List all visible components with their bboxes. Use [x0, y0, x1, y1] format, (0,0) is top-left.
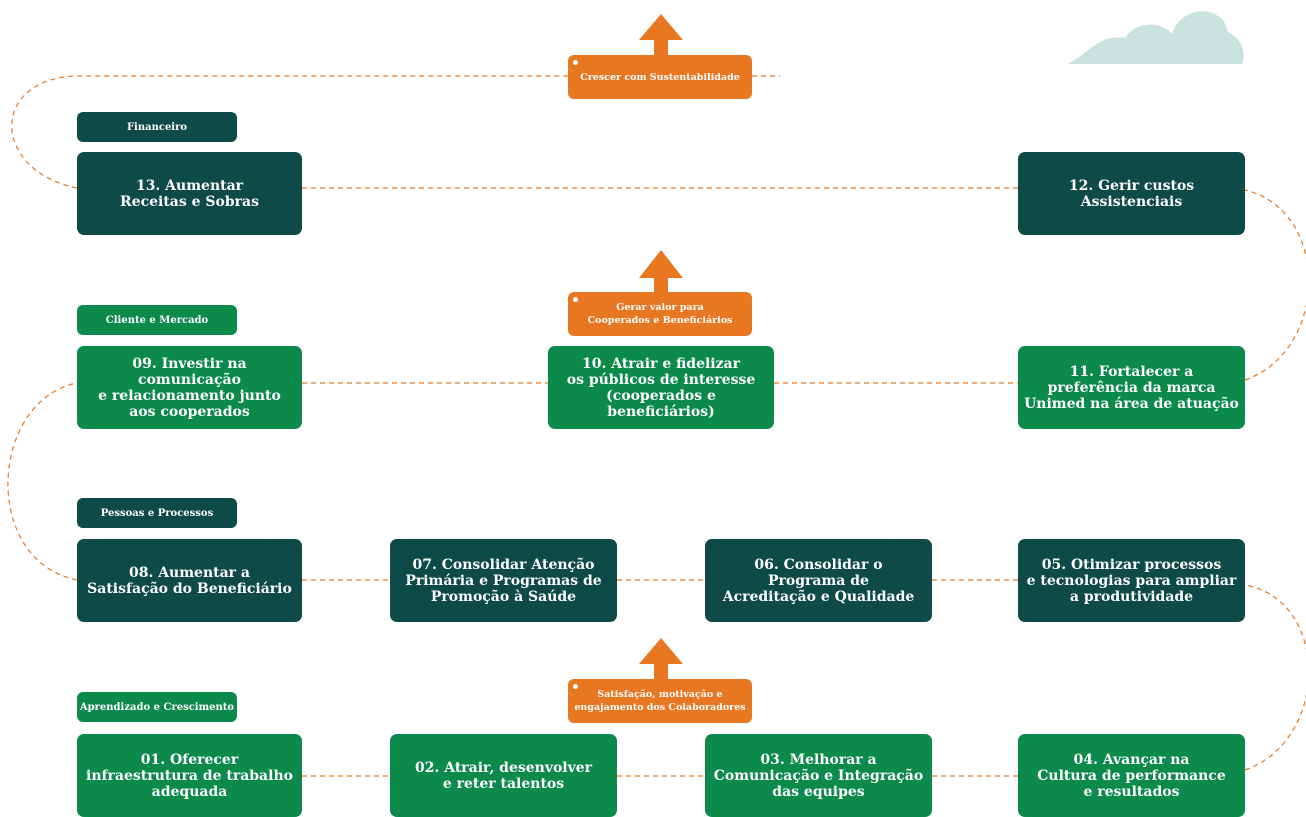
objective-09: 09. Investir na comunicação e relacionam…	[77, 346, 302, 429]
goal-gerar-valor: Gerar valor para Cooperados e Beneficiár…	[568, 292, 752, 336]
pill-dot	[573, 297, 578, 302]
objective-11: 11. Fortalecer a preferência da marca Un…	[1018, 346, 1245, 429]
objective-10: 10. Atrair e fidelizar os públicos de in…	[548, 346, 774, 429]
connector-04-05	[1244, 584, 1306, 771]
arrow-up-icon	[639, 638, 683, 682]
arrow-up-icon	[639, 250, 683, 296]
perspective-cliente-mercado: Cliente e Mercado	[77, 305, 237, 335]
perspective-aprendizado: Aprendizado e Crescimento	[77, 692, 237, 722]
objective-05: 05. Otimizar processos e tecnologias par…	[1018, 539, 1245, 622]
connector-13-top	[11, 75, 568, 189]
objective-04: 04. Avançar na Cultura de performance e …	[1018, 734, 1245, 817]
goal-satisfacao-label: Satisfação, motivação e engajamento dos …	[574, 689, 746, 713]
cloud-decoration	[1068, 11, 1244, 64]
objective-08: 08. Aumentar a Satisfação do Beneficiári…	[77, 539, 302, 622]
objective-03: 03. Melhorar a Comunicação e Integração …	[705, 734, 932, 817]
objective-12: 12. Gerir custos Assistenciais	[1018, 152, 1245, 235]
objective-01: 01. Oferecer infraestrutura de trabalho …	[77, 734, 302, 817]
objective-07: 07. Consolidar Atenção Primária e Progra…	[390, 539, 617, 622]
objective-13: 13. Aumentar Receitas e Sobras	[77, 152, 302, 235]
perspective-financeiro: Financeiro	[77, 112, 237, 142]
objective-06: 06. Consolidar o Programa de Acreditação…	[705, 539, 932, 622]
connector-08-09	[7, 382, 78, 581]
arrow-up-icon	[639, 14, 683, 58]
objective-02: 02. Atrair, desenvolver e reter talentos	[390, 734, 617, 817]
goal-satisfacao: Satisfação, motivação e engajamento dos …	[568, 679, 752, 723]
pill-dot	[573, 60, 578, 65]
goal-crescer: Crescer com Sustentabilidade	[568, 55, 752, 99]
perspective-pessoas-processos: Pessoas e Processos	[77, 498, 237, 528]
connector-11-12	[1244, 189, 1306, 381]
goal-gerar-valor-label: Gerar valor para Cooperados e Beneficiár…	[587, 302, 733, 326]
goal-crescer-label: Crescer com Sustentabilidade	[580, 71, 740, 83]
pill-dot	[573, 684, 578, 689]
